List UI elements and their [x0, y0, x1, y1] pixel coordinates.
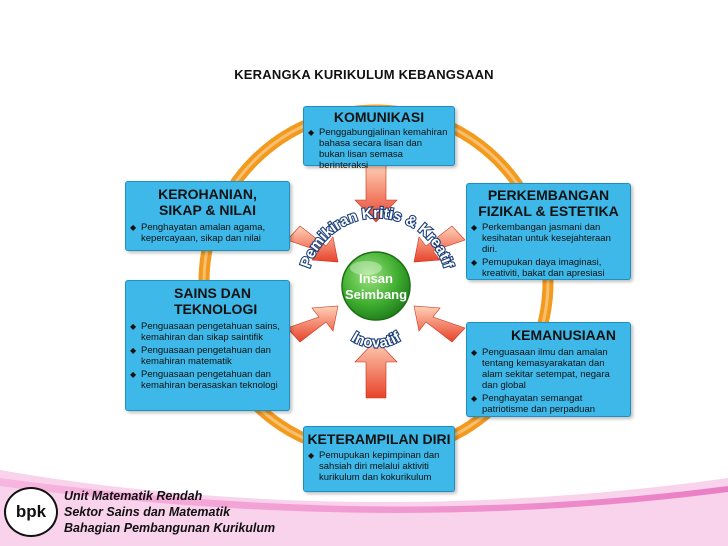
box-sains-title-line1: SAINS DAN [174, 285, 252, 301]
footer-unit: Unit Matematik Rendah [64, 489, 203, 503]
arrow-bottom-left [286, 305, 339, 343]
box-kemanusiaan-item-1: Penguasaan ilmu dan amalan tentang kemas… [471, 347, 626, 391]
arrow-top-right [413, 225, 466, 263]
box-fizikal-item-1: Perkembangan jasmani dan kesihatan untuk… [471, 222, 626, 255]
box-kerohanian-title-line2: SIKAP & NILAI [159, 202, 256, 218]
arc-label-pemikiran: Pemikiran Kritis & Kreatif [297, 205, 457, 271]
box-fizikal: PERKEMBANGAN FIZIKAL & ESTETIKA Perkemba… [466, 183, 631, 280]
box-sains: SAINS DAN TEKNOLOGI Penguasaan pengetahu… [125, 280, 290, 411]
bpk-logo: bpk [4, 487, 58, 537]
box-sains-item-2: Penguasaan pengetahuan dan kemahiran mat… [130, 345, 285, 367]
arc-label-inovatif: Inovatif [349, 328, 405, 351]
center-label-line1: Insan [359, 271, 393, 286]
footer-bahagian: Bahagian Pembangunan Kurikulum [64, 521, 276, 535]
box-fizikal-title-line1: PERKEMBANGAN [487, 187, 610, 203]
box-kemanusiaan: KEMANUSIAAN Penguasaan ilmu dan amalan t… [466, 322, 631, 417]
box-kerohanian-item: Penghayatan amalan agama, kepercayaan, s… [130, 222, 285, 244]
center-globe [341, 251, 411, 321]
box-keterampilan-item: Pemupukan kepimpinan dan sahsiah diri me… [308, 450, 450, 483]
box-keterampilan-title: KETERAMPILAN DIRI [307, 431, 451, 447]
box-kerohanian-title-line1: KEROHANIAN, [158, 186, 257, 202]
footer-sektor: Sektor Sains dan Matematik [64, 505, 231, 519]
box-keterampilan: KETERAMPILAN DIRI Pemupukan kepimpinan d… [303, 426, 455, 492]
box-kerohanian: KEROHANIAN, SIKAP & NILAI Penghayatan am… [125, 181, 290, 251]
box-sains-title-line2: TEKNOLOGI [174, 301, 258, 317]
box-fizikal-title-line2: FIZIKAL & ESTETIKA [478, 203, 619, 219]
box-komunikasi-title: KOMUNIKASI [333, 109, 425, 125]
arrow-bottom-right [413, 305, 466, 343]
box-kemanusiaan-title: KEMANUSIAAN [511, 327, 616, 343]
page-title: KERANGKA KURIKULUM KEBANGSAAN [234, 67, 494, 82]
footer-wave-accent [0, 478, 728, 513]
center-label-line2: Seimbang [345, 287, 407, 302]
box-komunikasi: KOMUNIKASI Penggabungjalinan kemahiran b… [303, 106, 455, 171]
arrow-bottom [354, 339, 398, 399]
arrows [286, 163, 466, 399]
arrow-top-left [286, 225, 339, 263]
box-komunikasi-item: Penggabungjalinan kemahiran bahasa secar… [308, 127, 450, 171]
box-sains-item-1: Penguasaan pengetahuan sains, kemahiran … [130, 321, 285, 343]
box-fizikal-item-2: Pemupukan daya imaginasi, kreativiti, ba… [471, 257, 626, 279]
box-sains-item-3: Penguasaan pengetahuan dan kemahiran ber… [130, 369, 285, 391]
box-kemanusiaan-item-2: Penghayatan semangat patriotisme dan per… [471, 393, 626, 415]
